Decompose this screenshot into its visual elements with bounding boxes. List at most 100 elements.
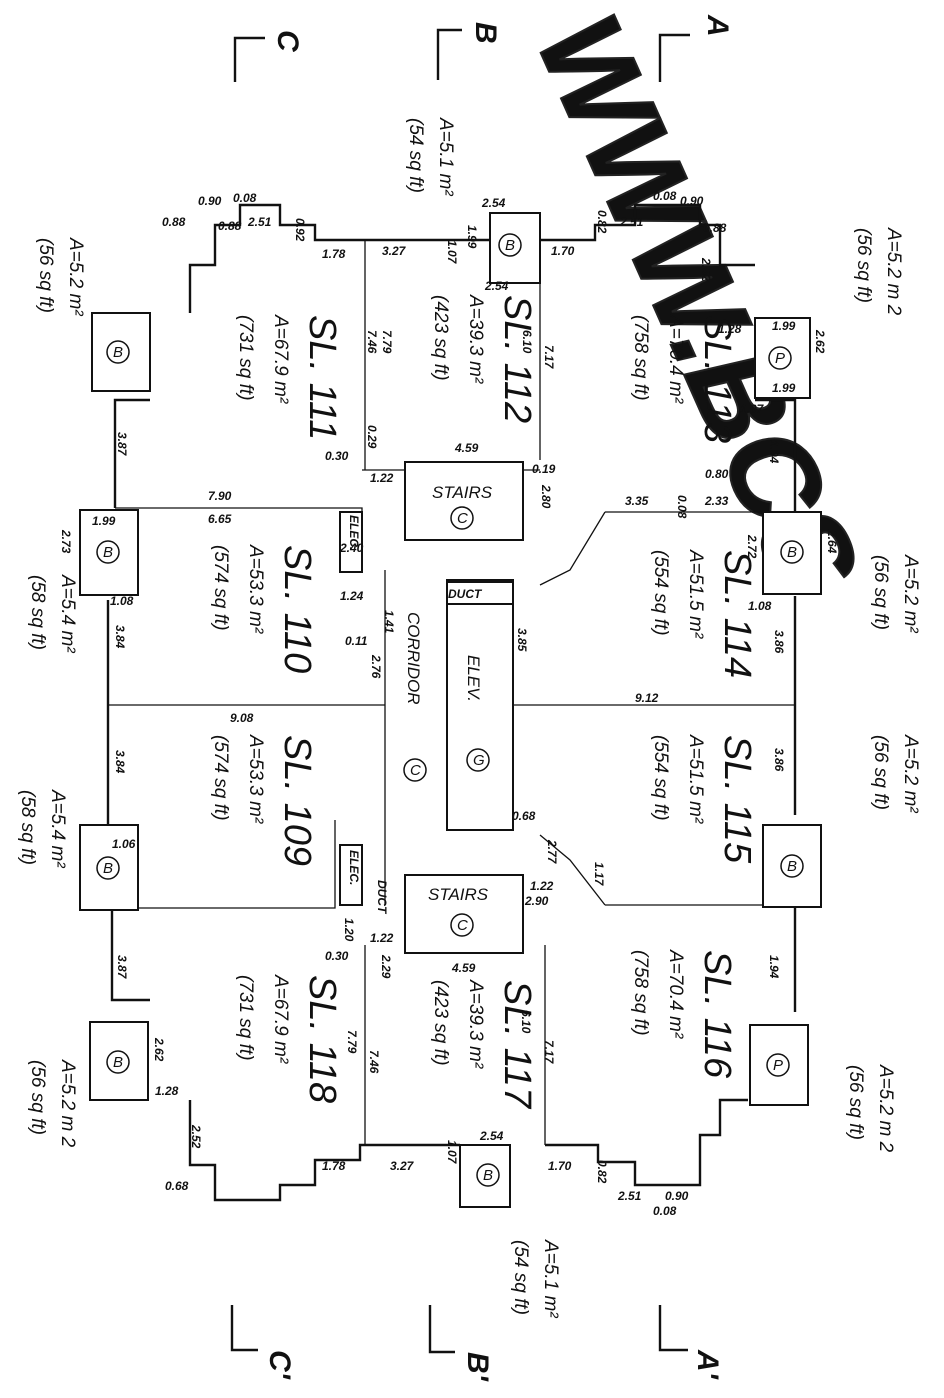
lot-sl117: SL. 117 A=39.3 m² (423 sq ft) <box>430 979 538 1110</box>
lot-sqft: (554 sq ft) <box>650 735 671 821</box>
section-mark-b-prime: B' <box>461 1352 494 1382</box>
circle-code: B <box>505 237 515 254</box>
dim-label: 1.20 <box>342 918 356 942</box>
lot-sqft: (423 sq ft) <box>430 980 451 1066</box>
dim-label: 1.07 <box>740 402 765 416</box>
circle-symbol <box>498 233 522 257</box>
circle-symbol <box>766 1053 790 1077</box>
lot-sl115: SL. 115 A=51.5 m² (554 sq ft) <box>650 734 758 864</box>
balcony-sqft: (56 sq ft) <box>35 238 56 313</box>
dim-label: 3.87 <box>115 432 129 457</box>
balcony-area: A=5.1 m² <box>435 117 456 196</box>
stairs-north <box>404 461 524 541</box>
balcony-label-b6: A=5.2 m² (56 sq ft) <box>870 734 921 813</box>
dim-label: 1.28 <box>718 322 742 336</box>
balcony-box <box>749 1024 809 1106</box>
circle-symbol <box>403 758 427 782</box>
balcony-box <box>89 1021 149 1101</box>
circle-symbol <box>106 340 130 364</box>
lot-name: SL. 115 <box>716 735 758 864</box>
balcony-area: A=5.2 m² <box>900 554 921 633</box>
dim-label: 1.17 <box>592 862 606 887</box>
dim-label: 1.28 <box>155 1084 179 1098</box>
balcony-sqft: (56 sq ft) <box>870 555 891 630</box>
lot-sqft: (574 sq ft) <box>210 735 231 821</box>
dim-label: 0.90 <box>665 1189 689 1203</box>
lot-name: SL. 110 <box>276 545 318 673</box>
dim-label: 1.22 <box>530 879 554 893</box>
lot-sqft: (758 sq ft) <box>630 950 651 1036</box>
lot-area: A=53.3 m² <box>245 544 266 634</box>
lot-sqft: (574 sq ft) <box>210 545 231 631</box>
lot-name: SL. 114 <box>716 550 758 678</box>
dim-label: 0.30 <box>325 449 349 463</box>
watermark: WWW.BCS <box>511 0 885 615</box>
balcony-box <box>754 317 811 399</box>
lot-sl112: SL. 112 A=39.3 m² (423 sq ft) <box>430 294 538 423</box>
dim-label: 0.80 <box>705 467 729 481</box>
balcony-label-b1: A=5.2 m² (56 sq ft) <box>35 237 86 316</box>
balcony-label-b4: A=5.2 m² (56 sq ft) <box>870 554 921 633</box>
lot-sl109: SL. 109 A=53.3 m² (574 sq ft) <box>210 734 318 866</box>
balcony-sqft: (56 sq ft) <box>845 1065 866 1140</box>
dim-label: 4.59 <box>451 961 476 975</box>
circle-code: P <box>775 350 785 367</box>
corridor-label: CORRIDOR <box>404 612 423 705</box>
balcony-sqft: (54 sq ft) <box>510 1240 531 1315</box>
dim-label: 2.62 <box>152 1037 166 1062</box>
balcony-label-b2: A=5.1 m² (54 sq ft) <box>405 117 456 196</box>
circle-symbol <box>450 913 474 937</box>
circle-symbol <box>106 1050 130 1074</box>
dim-label: 7.17 <box>542 1040 556 1065</box>
dim-label: 0.68 <box>165 1179 189 1193</box>
circle-code: B <box>103 544 113 561</box>
balcony-area: A=5.2 m² <box>900 734 921 813</box>
dim-label: 3.27 <box>390 1159 415 1173</box>
lot-sqft: (731 sq ft) <box>235 975 256 1061</box>
balcony-sqft: (54 sq ft) <box>405 118 426 193</box>
balcony-label-b5: A=5.4 m² (58 sq ft) <box>27 574 78 653</box>
lot-sl118: SL. 118 A=67.9 m² (731 sq ft) <box>235 974 343 1103</box>
dim-label: 1.07 <box>445 1140 459 1165</box>
balcony-label-b7: A=5.4 m² (58 sq ft) <box>17 789 68 868</box>
elec-label: ELEC. <box>347 850 361 885</box>
dim-label: 2.80 <box>539 484 553 509</box>
dim-label: 0.90 <box>680 194 704 208</box>
balcony-label-b9: A=5.2 m 2 (56 sq ft) <box>845 1064 896 1153</box>
dim-label: 1.78 <box>322 1159 346 1173</box>
balcony-sqft: (56 sq ft) <box>27 1060 48 1135</box>
balcony-area: A=5.4 m² <box>47 789 68 868</box>
duct-label: DUCT <box>448 587 483 601</box>
balcony-box <box>489 212 541 284</box>
dim-label: 3.27 <box>382 244 407 258</box>
dim-label: 2.62 <box>813 329 827 354</box>
dim-label: 2.90 <box>524 894 549 908</box>
dim-label: 1.08 <box>110 594 134 608</box>
elec-label: ELEC. <box>347 515 361 550</box>
balcony-area: A=5.4 m² <box>57 574 78 653</box>
symbol-circles <box>96 233 804 1187</box>
circle-symbol <box>466 748 490 772</box>
duct-label: DUCT <box>375 880 389 915</box>
stairs-label: STAIRS <box>432 483 493 502</box>
balcony-box <box>459 1144 511 1208</box>
section-mark-a-prime: A' <box>691 1349 724 1380</box>
dim-label: 7.79 <box>380 330 394 354</box>
circle-code: B <box>483 1167 493 1184</box>
dim-label: 1.06 <box>112 837 136 851</box>
dim-label: 2.52 <box>189 1124 203 1149</box>
circle-symbol <box>780 540 804 564</box>
lot-name: SL. 113 <box>696 315 738 443</box>
dim-label: 0.08 <box>233 191 257 205</box>
dim-label: 0.29 <box>365 425 379 449</box>
elevator-label: ELEV. <box>464 655 483 702</box>
dim-label: 3.85 <box>515 628 529 652</box>
dim-label: 7.79 <box>345 1030 359 1054</box>
circle-symbol <box>450 506 474 530</box>
balcony-box <box>91 312 151 392</box>
dim-label: 2.76 <box>369 654 383 679</box>
dim-label: 1.70 <box>551 244 575 258</box>
dim-label: 9.12 <box>635 691 659 705</box>
dim-label: 2.33 <box>704 494 729 508</box>
